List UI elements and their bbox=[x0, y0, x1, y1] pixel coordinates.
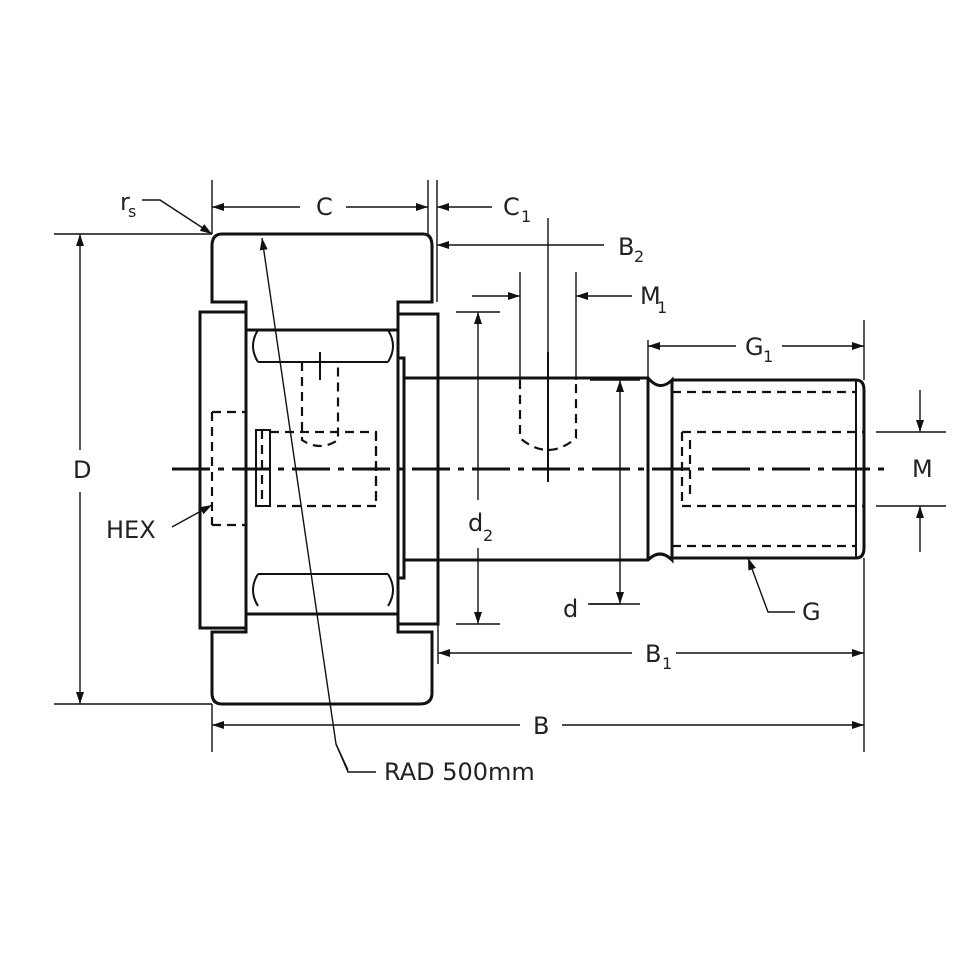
label-rs-sub: s bbox=[128, 202, 136, 221]
label-b: B bbox=[533, 712, 549, 740]
label-d2-sub: 2 bbox=[483, 526, 493, 545]
label-g: G bbox=[802, 598, 821, 626]
label-g1-sub: 1 bbox=[763, 347, 773, 366]
label-hex: HEX bbox=[106, 516, 156, 544]
label-m1-sub: 1 bbox=[657, 298, 667, 317]
label-d: d bbox=[563, 595, 578, 623]
label-d-outer: D bbox=[73, 456, 91, 484]
leader-lines bbox=[142, 199, 795, 773]
label-c: C bbox=[316, 193, 333, 221]
label-c1: C bbox=[503, 193, 520, 221]
label-b2: B bbox=[618, 233, 634, 261]
label-c1-sub: 1 bbox=[521, 207, 531, 226]
dimension-lines bbox=[76, 203, 924, 729]
label-b2-sub: 2 bbox=[634, 247, 644, 266]
label-b1: B bbox=[645, 640, 661, 668]
label-d2: d bbox=[468, 509, 483, 537]
outer-ring-bottom-section bbox=[210, 612, 434, 706]
label-m1: M bbox=[640, 282, 661, 310]
needle-rollers bbox=[244, 328, 400, 616]
extension-lines bbox=[54, 180, 946, 752]
label-b1-sub: 1 bbox=[662, 654, 672, 673]
label-m: M bbox=[912, 455, 933, 483]
label-rs: r bbox=[120, 188, 130, 216]
label-rad: RAD 500mm bbox=[384, 758, 535, 786]
dimension-labels: r s C C 1 B 2 M 1 G 1 D HEX d 2 d M G B … bbox=[73, 188, 933, 786]
label-g1: G bbox=[745, 333, 764, 361]
